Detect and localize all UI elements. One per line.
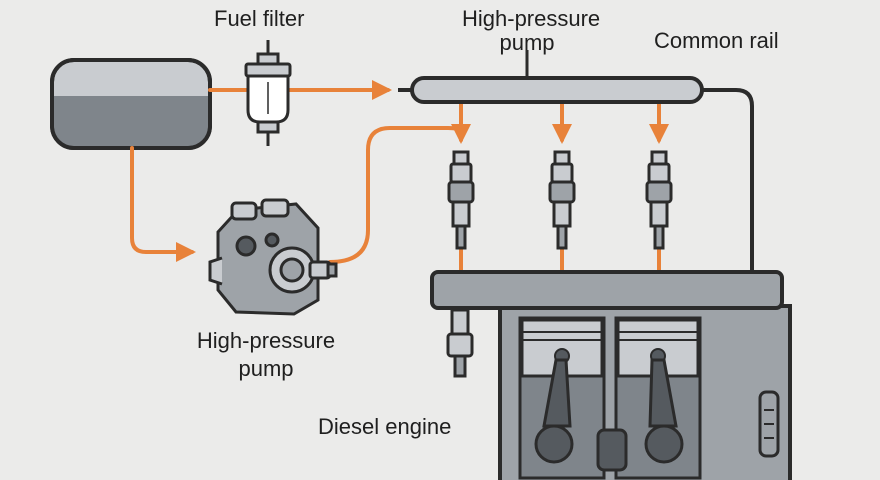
injector-3-icon (645, 150, 673, 250)
fuel-tank-icon (50, 58, 212, 150)
label-diesel-engine: Diesel engine (318, 414, 452, 439)
label-fuel-filter: Fuel filter (214, 6, 305, 31)
tank-to-pump-line (130, 146, 196, 262)
injector-1-icon (447, 150, 475, 250)
label-hp-pump-line2: pump (238, 356, 294, 381)
high-pressure-pump-icon (208, 198, 338, 316)
injector-2-icon (548, 150, 576, 250)
injectors (447, 150, 673, 250)
label-hp-pump-top-line2: pump (499, 30, 555, 55)
engine-block-icon (430, 270, 792, 480)
return-line (698, 88, 754, 274)
label-common-rail: Common rail (654, 28, 779, 53)
label-hp-pump-top-line1: High-pressure (462, 6, 601, 31)
pump-to-rail-line (328, 126, 462, 264)
label-hp-pump-line1: High-pressure (196, 328, 336, 353)
fuel-filter-icon (244, 40, 292, 146)
common-rail-icon (398, 50, 704, 104)
